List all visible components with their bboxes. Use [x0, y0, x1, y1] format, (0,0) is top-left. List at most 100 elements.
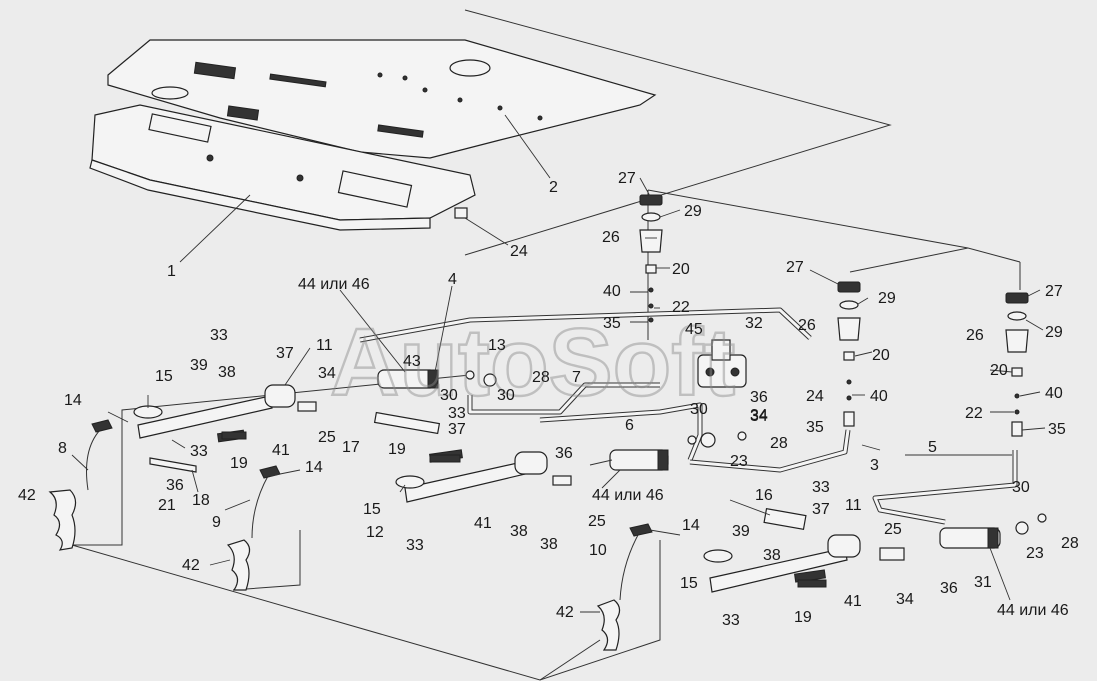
callout-label-30: 30: [440, 387, 458, 404]
master-cylinder-middle: [609, 449, 669, 471]
callout-label-24: 24: [806, 388, 824, 405]
callout-label-25: 25: [884, 521, 902, 538]
pedal-assembly-right: [596, 523, 653, 651]
callout-label-21: 21: [158, 497, 176, 514]
callout-label-9: 9: [212, 514, 221, 531]
callout-label-35: 35: [806, 419, 824, 436]
callout-label-24: 24: [510, 243, 528, 260]
brake-valve-block: [697, 339, 747, 388]
pedal-rod-17: [373, 411, 441, 435]
pedal-lever-middle: [395, 449, 572, 503]
callout-label-34: 34: [750, 407, 768, 424]
callout-label-37: 37: [812, 501, 830, 518]
callout-label-38: 38: [540, 536, 558, 553]
callout-label-18: 18: [192, 492, 210, 509]
callout-label-45: 45: [685, 321, 703, 338]
callout-label-41: 41: [844, 593, 862, 610]
cab-floor-tray: [89, 104, 476, 231]
callout-label-38: 38: [510, 523, 528, 540]
callout-label-38: 38: [763, 547, 781, 564]
callout-label-42: 42: [182, 557, 200, 574]
callout-label-30: 30: [1012, 479, 1030, 496]
callout-label-15: 15: [155, 368, 173, 385]
callout-label-33: 33: [812, 479, 830, 496]
callout-label-19: 19: [388, 441, 406, 458]
callout-label-43: 43: [403, 353, 421, 370]
pedal-lever-left: [133, 384, 317, 443]
callout-label-27: 27: [1045, 283, 1063, 300]
callout-label-23: 23: [1026, 545, 1044, 562]
callout-label-8: 8: [58, 440, 67, 457]
callout-label-34: 34: [750, 408, 768, 425]
pipe-fittings: [465, 370, 1047, 535]
callout-label-32: 32: [745, 315, 763, 332]
callout-label-34: 34: [896, 591, 914, 608]
callout-label-22: 22: [672, 299, 690, 316]
callout-label-26: 26: [602, 229, 620, 246]
callout-label-27: 27: [618, 170, 636, 187]
reservoir-stack-middle: [837, 281, 861, 427]
callout-label-26: 26: [966, 327, 984, 344]
callout-label-35: 35: [1048, 421, 1066, 438]
callout-label-14: 14: [305, 459, 323, 476]
callout-label-40: 40: [870, 388, 888, 405]
pedal-lever-right: [703, 507, 905, 593]
return-springs: [221, 431, 827, 588]
callout-label-25: 25: [588, 513, 606, 530]
callout-label-11: 11: [316, 337, 333, 354]
callout-label-3: 3: [870, 457, 879, 474]
watermark-text: AutoSoft: [330, 309, 735, 416]
callout-label-6: 6: [625, 417, 634, 434]
callout-label-33: 33: [210, 327, 228, 344]
callout-label-27: 27: [786, 259, 804, 276]
reservoir-stack-right: [1005, 292, 1029, 437]
callout-label-14: 14: [682, 517, 700, 534]
callout-label-20: 20: [872, 347, 890, 364]
brake-pipes: [359, 307, 1018, 525]
callout-label-39: 39: [190, 357, 208, 374]
pedal-bracket-18: [149, 457, 197, 473]
callout-label-36: 36: [940, 580, 958, 597]
callout-label-34: 34: [318, 365, 336, 382]
callout-label-28: 28: [770, 435, 788, 452]
callout-label-29: 29: [878, 290, 896, 307]
callout-label-7: 7: [572, 369, 581, 386]
callout-leader-lines: [71, 114, 1046, 613]
callout-label-12: 12: [366, 524, 384, 541]
callout-label-17: 17: [342, 439, 360, 456]
callout-label-39: 39: [732, 523, 750, 540]
callout-label-14: 14: [64, 392, 82, 409]
floor-cover-plate: [107, 39, 657, 159]
callout-label-2: 2: [549, 179, 558, 196]
callout-label-30: 30: [690, 401, 708, 418]
callout-label-25: 25: [318, 429, 336, 446]
callout-label-4: 4: [448, 271, 457, 288]
callout-label-42: 42: [18, 487, 36, 504]
callout-label-33: 33: [722, 612, 740, 629]
callout-label-38: 38: [218, 364, 236, 381]
callout-label-15: 15: [363, 501, 381, 518]
callout-label-33: 33: [448, 405, 466, 422]
callout-label-41: 41: [474, 515, 492, 532]
callout-label-31: 31: [974, 574, 992, 591]
callout-label-33: 33: [406, 537, 424, 554]
callout-label-40: 40: [1045, 385, 1063, 402]
callout-label-37: 37: [276, 345, 294, 362]
callout-label-19: 19: [794, 609, 812, 626]
callout-label-42: 42: [556, 604, 574, 621]
callout-label-29: 29: [684, 203, 702, 220]
callout-label-11: 11: [845, 497, 862, 514]
callout-label-15: 15: [680, 575, 698, 592]
callout-label-37: 37: [448, 421, 466, 438]
callout-label-23: 23: [730, 453, 748, 470]
callout-labels: 1 2 24 27 29 26 20 40 22 35 45 32 36 34 …: [18, 170, 1079, 629]
callout-label-22: 22: [965, 405, 983, 422]
callout-label-40: 40: [603, 283, 621, 300]
pedal-assembly-middle: [226, 465, 281, 591]
callout-label-30: 30: [497, 387, 515, 404]
callout-label-28: 28: [532, 369, 550, 386]
callout-label-13: 13: [488, 337, 506, 354]
callout-label-44-or-46: 44 или 46: [997, 602, 1069, 619]
